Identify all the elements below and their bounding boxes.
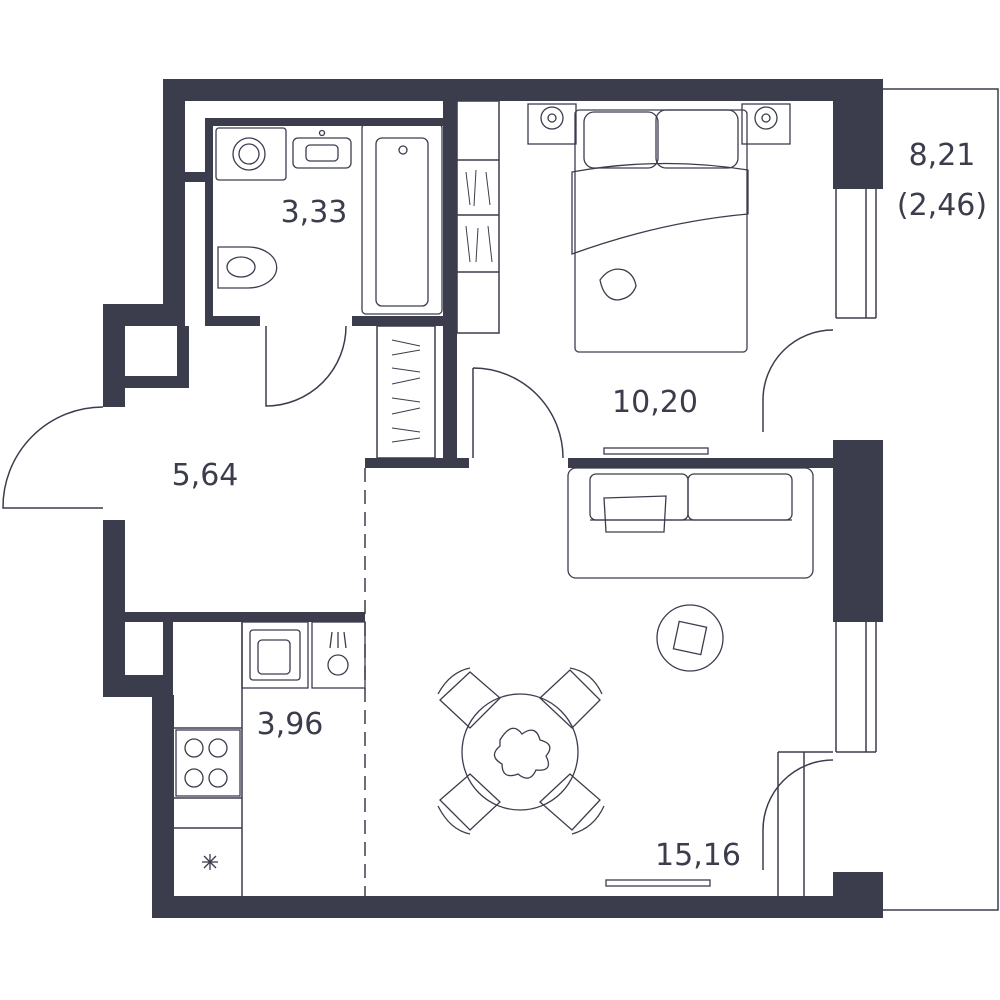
bedroom-furniture bbox=[527, 103, 791, 455]
fridge-icon bbox=[202, 854, 218, 870]
wardrobe-hangers bbox=[465, 169, 493, 263]
boiler-icon bbox=[311, 621, 366, 689]
hallway-area-label: 5,64 bbox=[172, 458, 239, 493]
balcony-reduced-area-label: (2,46) bbox=[897, 188, 987, 223]
toilet-icon bbox=[217, 246, 278, 289]
nightstand-icon bbox=[527, 103, 577, 145]
living-furniture bbox=[437, 467, 814, 887]
balcony-area-label: 8,21 bbox=[909, 138, 976, 173]
dining-table-icon bbox=[461, 693, 579, 811]
chair-icon bbox=[437, 667, 501, 729]
walls bbox=[103, 79, 883, 918]
kitchen-area-label: 3,96 bbox=[257, 707, 324, 742]
kitchen-fixtures bbox=[175, 621, 366, 870]
bathroom-fixtures bbox=[215, 123, 443, 315]
bed-icon bbox=[571, 109, 749, 353]
bedroom-area-label: 10,20 bbox=[612, 385, 698, 420]
bathtub-icon bbox=[361, 123, 443, 315]
hob-icon bbox=[175, 729, 241, 797]
sink-icon bbox=[292, 129, 352, 169]
nightstand-icon bbox=[741, 103, 791, 145]
chair-icon bbox=[539, 667, 603, 729]
washing-machine-icon bbox=[215, 127, 287, 181]
coffee-table-icon bbox=[656, 604, 724, 672]
chair-icon bbox=[539, 773, 605, 835]
sofa-icon bbox=[567, 467, 814, 579]
tv-icon bbox=[603, 447, 709, 455]
chair-icon bbox=[437, 773, 501, 835]
closet-hangers bbox=[391, 339, 421, 443]
tv-icon bbox=[605, 879, 711, 887]
kitchen-sink-icon bbox=[241, 621, 309, 689]
doors bbox=[2, 325, 834, 870]
living-room-area-label: 15,16 bbox=[655, 838, 741, 873]
bathroom-area-label: 3,33 bbox=[281, 195, 348, 230]
